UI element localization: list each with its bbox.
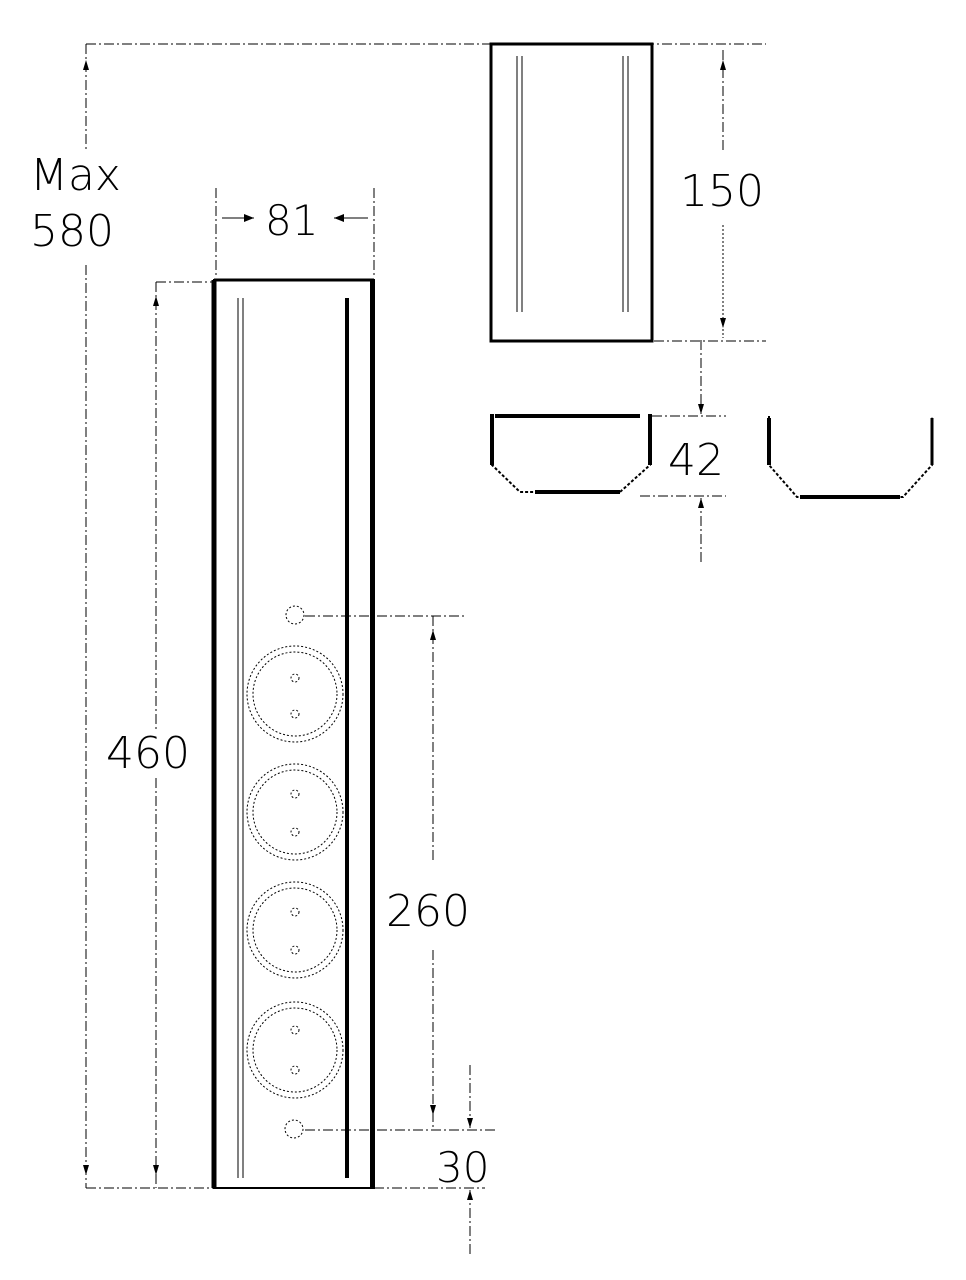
socket-3	[246, 881, 344, 979]
cap-height-value: 150	[680, 166, 764, 217]
socket-span-value: 260	[386, 886, 470, 937]
screw-top-icon	[285, 605, 305, 625]
profile-depth-value: 42	[668, 435, 724, 486]
screw-bottom-icon	[284, 1119, 304, 1139]
cap-height-dimension: 150	[654, 50, 766, 342]
max-height-dimension: Max 580	[30, 43, 766, 1189]
profile-depth-dimension: 42	[640, 340, 726, 565]
socket-1	[246, 645, 344, 743]
body-height-dimension: 460	[106, 281, 214, 1188]
bottom-offset-value: 30	[436, 1143, 489, 1192]
socket-4	[246, 1001, 344, 1099]
max-height-value: 580	[30, 206, 114, 257]
top-cap-view	[489, 42, 654, 343]
width-value: 81	[265, 196, 318, 245]
body-height-value: 460	[106, 728, 190, 779]
bottom-offset-dimension: 30	[305, 1065, 495, 1255]
profile-section-view	[490, 414, 652, 494]
front-view	[211, 278, 375, 1189]
width-dimension: 81	[215, 188, 375, 278]
socket-2	[246, 763, 344, 861]
socket-span-dimension: 260	[305, 615, 470, 1128]
profile-section-alt-view	[767, 416, 934, 499]
max-label: Max	[30, 150, 121, 201]
